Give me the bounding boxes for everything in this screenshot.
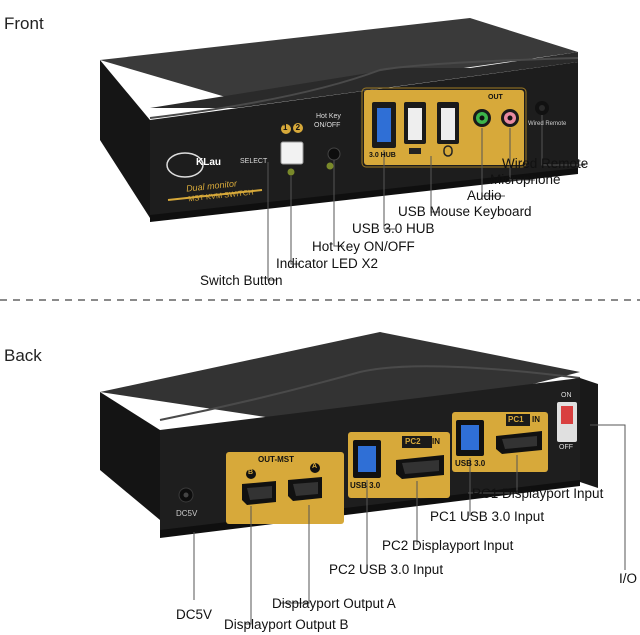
callout-dp-output-a — [280, 505, 310, 604]
logo-text: KLau — [196, 157, 221, 168]
usb30-right-label: USB 3.0 — [455, 459, 486, 468]
label-microphone: Microphone — [490, 172, 561, 187]
callout-pc1-dp — [468, 455, 518, 494]
callout-audio — [481, 128, 505, 197]
callout-indicator-led — [290, 176, 300, 265]
label-pc1-dp-input: PC1 Displayport Input — [472, 486, 604, 501]
out-small: OUT — [488, 94, 503, 101]
label-usb-mouse-keyboard: USB Mouse Keyboard — [398, 204, 532, 219]
pc2-in: IN — [432, 437, 440, 446]
front-section-title: Front — [4, 14, 44, 33]
label-io: I/O — [619, 571, 638, 586]
wired-remote-small: Wired Remote — [528, 121, 567, 127]
indicator-led-1 — [287, 168, 295, 176]
callout-switch-button — [267, 162, 276, 281]
klau-logo — [166, 152, 204, 178]
back-chassis-side — [100, 392, 160, 520]
label-wired-remote: Wired Remote — [502, 156, 589, 171]
label-pc1-usb-input: PC1 USB 3.0 Input — [430, 509, 545, 524]
label-dc5v: DC5V — [176, 607, 213, 622]
callout-hotkey — [333, 160, 344, 247]
label-pc2-usb-input: PC2 USB 3.0 Input — [329, 562, 444, 577]
pc1-in: IN — [532, 415, 540, 424]
hotkey-button — [327, 147, 341, 161]
callout-usb-mouse-keyboard — [430, 156, 440, 213]
on-label: ON — [561, 392, 572, 399]
switch-button — [280, 141, 304, 165]
usb30-hub-small: 3.0 HUB — [369, 152, 396, 159]
front-chassis-side — [100, 60, 150, 218]
port-a-letter: A — [312, 463, 318, 470]
port-b-letter: B — [248, 469, 254, 476]
hotkey-small-2: ON/OFF — [314, 122, 341, 129]
off-label: OFF — [559, 444, 573, 451]
label-audio: Audio — [467, 188, 502, 203]
callout-usb30-hub — [383, 150, 395, 230]
back-chassis-top — [100, 332, 580, 430]
hotkey-small-1: Hot Key — [316, 113, 341, 120]
port-numbers: 1 2 — [283, 123, 304, 132]
callout-io — [590, 424, 626, 570]
usb30-left-label: USB 3.0 — [350, 481, 381, 490]
label-dp-output-b: Displayport Output B — [224, 617, 349, 632]
indicator-led-2 — [326, 162, 334, 170]
callout-dp-output-b — [245, 506, 252, 625]
label-hotkey: Hot Key ON/OFF — [312, 239, 415, 254]
callout-wired-remote — [541, 115, 585, 166]
label-usb30-hub: USB 3.0 HUB — [352, 221, 435, 236]
label-switch-button: Switch Button — [200, 273, 283, 288]
label-indicator-led: Indicator LED X2 — [276, 256, 379, 271]
label-pc2-dp-input: PC2 Displayport Input — [382, 538, 514, 553]
select-label: SELECT — [240, 158, 268, 165]
label-dp-output-a: Displayport Output A — [272, 596, 396, 611]
pc1-tag: PC1 — [508, 415, 524, 424]
back-section-title: Back — [4, 346, 42, 365]
callout-microphone — [509, 128, 535, 181]
pc2-tag: PC2 — [405, 437, 421, 446]
front-chassis-top — [100, 18, 578, 100]
out-mst-label: OUT-MST — [258, 455, 294, 464]
brand-stripe — [167, 189, 263, 201]
dc5v-small: DC5V — [176, 509, 198, 518]
